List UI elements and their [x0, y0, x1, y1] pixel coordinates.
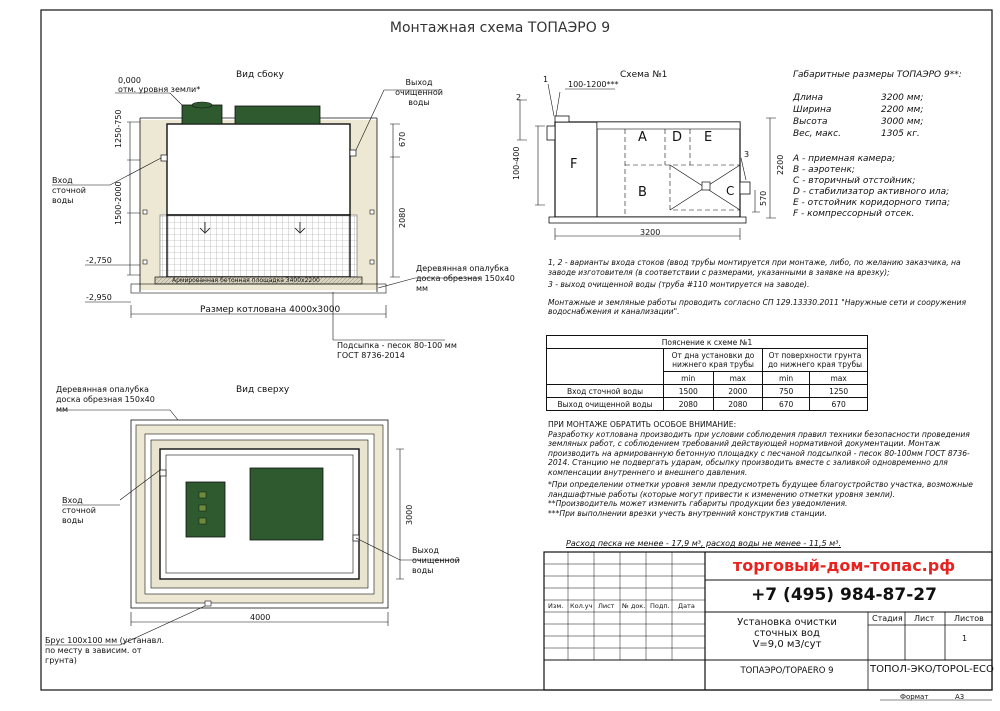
zone-e: E: [704, 130, 713, 145]
warning-p3: **Производитель может изменить габариты …: [548, 499, 848, 508]
pit-size-label: Размер котлована 4000х3000: [200, 305, 341, 315]
sand-consumption: Расход песка не менее - 17,9 м³, расход …: [566, 539, 841, 548]
dim-670: 670: [398, 131, 407, 147]
warning-p2: *При определении отметки уровня земли пр…: [548, 480, 973, 499]
outlet-3: [739, 181, 751, 195]
tank-body: [166, 123, 351, 216]
mark-2750: -2,750: [86, 256, 112, 265]
zone-b: B: [638, 185, 647, 200]
dim-3200: 3200: [640, 228, 661, 237]
top-inlet-label: Вход сточной воды: [62, 496, 97, 525]
phone-number: +7 (495) 984-87-27: [751, 585, 937, 605]
formwork-label-side: Деревянная опалубка доска обрезная 150х4…: [416, 264, 515, 293]
range-top: 1250-750: [114, 109, 123, 148]
dim-100-400: 100-400: [512, 146, 521, 180]
slab-label: Армированная бетонная площадка 3400х2200: [172, 277, 320, 284]
bedding-line2: ГОСТ 8736-2014: [337, 351, 405, 360]
zone-d: D: [672, 130, 683, 145]
scheme1-label-2: 2: [516, 93, 522, 102]
legend-item: A - приемная камера;: [793, 154, 896, 164]
sheet-frame: [40, 9, 993, 691]
company-name: ТОПОЛ-ЭКО/TOPOL-ECO: [870, 664, 994, 675]
explanation-table: Пояснение к схеме №1 От дна установки до…: [546, 335, 868, 411]
note-2: 3 - выход очищенной воды (труба #110 мон…: [548, 280, 810, 289]
inlet-2: [554, 115, 570, 123]
top-outlet-label: Выход очищенной воды: [412, 546, 460, 575]
tank-neck-right: [234, 105, 321, 125]
legend-item: E - отстойник коридорного типа;: [793, 198, 950, 208]
inlet-label: Вход сточной воды: [52, 176, 87, 205]
dim-4000: 4000: [250, 613, 271, 622]
zone-f: F: [570, 157, 578, 172]
warning-p1: Разработку котлована производить при усл…: [548, 429, 970, 477]
main-hatch: [249, 467, 324, 541]
side-view-heading: Вид сбоку: [236, 70, 284, 80]
dim-3000: 3000: [405, 504, 414, 525]
table-row: Вход сточной воды 1500 2000 750 1250: [546, 384, 868, 398]
zone-legend: A - приемная камера; B - аэротенк; C - в…: [793, 154, 950, 220]
zone-a: A: [638, 130, 647, 145]
scheme1-label-3: 3: [744, 150, 750, 159]
dim-2200: 2200: [776, 154, 785, 175]
mark-2950: -2,950: [86, 293, 112, 302]
top-view-heading: Вид сверху: [236, 385, 290, 395]
level-value: 0,000: [118, 76, 141, 85]
legend-item: F - компрессорный отсек.: [793, 209, 915, 219]
site-name: торговый-дом-топас.рф: [732, 556, 956, 575]
note-1: 1, 2 - варианты входа стоков (ввод трубы…: [548, 258, 961, 277]
dim-570: 570: [759, 190, 768, 206]
product-line1: Установка очистки: [737, 617, 837, 628]
table-row: Выход очищенной воды 2080 2080 670 670: [546, 397, 868, 411]
inlet-1: [546, 125, 556, 141]
legend-item: C - вторичный отстойник;: [793, 176, 916, 186]
note-3: Монтажные и земляные работы проводить со…: [548, 297, 967, 317]
zone-c: C: [726, 184, 735, 198]
sand-bedding-grid: [159, 214, 358, 278]
outlet-label: Выход очищенной воды: [395, 78, 443, 107]
dimensions-heading: Габаритные размеры ТОПАЭРО 9**:: [793, 70, 962, 80]
level-caption: отм. уровня земли*: [118, 85, 201, 94]
explanation-title: Пояснение к схеме №1: [546, 335, 868, 349]
top-view: [45, 409, 460, 646]
dim-100-1200: 100-1200***: [568, 80, 619, 89]
title-block: [543, 551, 993, 701]
scheme1-heading: Схема №1: [620, 70, 668, 80]
bedding-line1: Подсыпка - песок 80-100 мм: [337, 341, 457, 350]
product-line2: сточных вод: [754, 628, 820, 639]
dim-2080: 2080: [398, 207, 407, 228]
warning-block: ПРИ МОНТАЖЕ ОБРАТИТЬ ОСОБОЕ ВНИМАНИЕ: Ра…: [548, 420, 988, 518]
legend-item: B - аэротенк;: [793, 165, 855, 175]
range-bottom: 1500-2000: [114, 181, 123, 225]
formwork-label-top: Деревянная опалубка доска обрезная 150х4…: [56, 385, 155, 414]
model-name: ТОПАЭРО/TOPAERO 9: [740, 666, 834, 676]
warning-heading: ПРИ МОНТАЖЕ ОБРАТИТЬ ОСОБОЕ ВНИМАНИЕ:: [548, 420, 737, 429]
scheme-1: [517, 83, 776, 240]
side-view: [52, 89, 480, 341]
page-title: Монтажная схема ТОПАЭРО 9: [389, 20, 611, 36]
beam-label: Брус 100х100 мм (устанавл. по месту в за…: [45, 636, 164, 665]
legend-item: D - стабилизатор активного ила;: [793, 187, 950, 197]
notes-block: 1, 2 - варианты входа стоков (ввод трубы…: [548, 258, 980, 320]
outlet-pipe: [349, 149, 357, 157]
scheme1-label-1: 1: [543, 75, 549, 84]
tank-plan: [554, 121, 741, 218]
warning-p4: ***При выполнении врезки учесть внутренн…: [548, 508, 827, 518]
product-line3: V=9,0 м3/сут: [752, 639, 822, 650]
inlet-pipe: [160, 154, 168, 162]
